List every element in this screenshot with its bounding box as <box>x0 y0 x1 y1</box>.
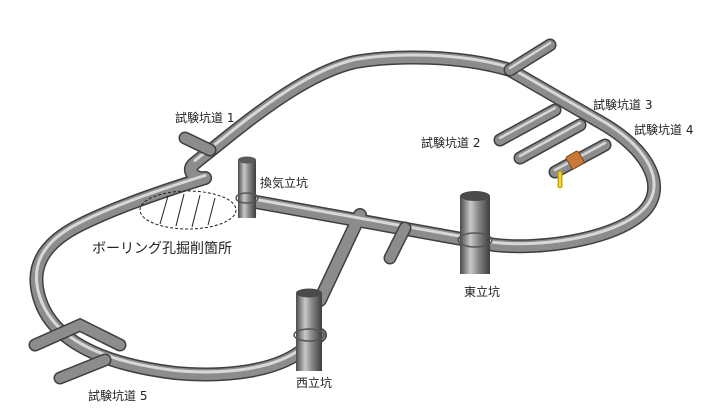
label-boring-site: ボーリング孔掘削箇所 <box>92 240 232 257</box>
west-shaft <box>293 288 325 371</box>
label-test-drift-2: 試験坑道 2 <box>421 135 480 150</box>
label-ventilation-shaft: 換気立坑 <box>260 175 308 190</box>
label-test-drift-5: 試験坑道 5 <box>88 388 147 403</box>
boring-site-marker <box>139 190 237 230</box>
label-test-drift-1: 試験坑道 1 <box>175 110 234 125</box>
label-test-drift-4: 試験坑道 4 <box>634 122 693 137</box>
label-east-shaft: 東立坑 <box>464 284 500 299</box>
main-tunnel-network <box>29 50 662 382</box>
ventilation-shaft <box>235 156 259 218</box>
east-shaft <box>457 191 493 274</box>
label-test-drift-3: 試験坑道 3 <box>593 97 652 112</box>
label-west-shaft: 西立坑 <box>296 375 332 390</box>
drift4-plug <box>557 150 585 189</box>
